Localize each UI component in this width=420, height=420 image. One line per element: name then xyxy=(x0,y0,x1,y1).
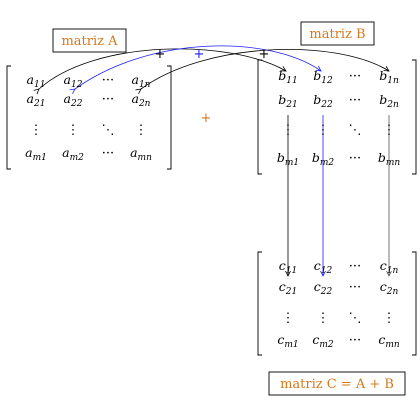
matrix-c-entry-r4-c4: cmn xyxy=(378,332,400,350)
matrix-b-entry-r2-c4: b2n xyxy=(379,92,399,110)
matrix-a-entry-r4-c1: am1 xyxy=(25,145,47,163)
matrix-b-right-bracket xyxy=(412,59,417,175)
arc-plus-2: + xyxy=(194,47,205,62)
matrix-a-entry-r2-c1: a21 xyxy=(27,91,46,109)
matrix-a-entry-r4-c2: am2 xyxy=(62,145,84,163)
matrix-b-entry-r1-c1: b11 xyxy=(278,68,297,86)
matrix-b-entry-r3-c2: ⋮ xyxy=(317,123,330,138)
arc-plus-3: + xyxy=(259,47,270,62)
matrix-a-entry-r1-c1: a11 xyxy=(27,72,46,90)
matrix-c-entry-r3-c1: ⋮ xyxy=(282,311,295,326)
matrix-b-entry-r2-c3: ··· xyxy=(349,93,361,108)
matrix-c-entry-r4-c1: cm1 xyxy=(277,332,298,350)
matrix-c-right-bracket xyxy=(412,251,417,356)
matrix-b-entry-r1-c2: b12 xyxy=(313,68,333,86)
matrix-a-entry-r2-c3: ··· xyxy=(102,92,114,107)
matrix-a-entry-r1-c3: ··· xyxy=(102,73,114,88)
matrix-b-entry-r4-c3: ··· xyxy=(349,151,361,166)
matrix-c-label-text: matriz C = A + B xyxy=(280,377,394,392)
matrix-b-entry-r2-c1: b21 xyxy=(278,92,297,110)
arc-plus-1: + xyxy=(155,47,166,62)
matrix-b-entry-r3-c3: ⋱ xyxy=(349,123,362,138)
addition-operator: + xyxy=(201,111,212,126)
matrix-a-label-text: matriz A xyxy=(61,34,118,49)
matrix-b-entry-r1-c3: ··· xyxy=(349,69,361,84)
matrix-c-entry-r1-c3: ··· xyxy=(349,259,361,274)
matrix-a-entry-r2-c2: a22 xyxy=(64,91,83,109)
matrix-c-entry-r4-c2: cm2 xyxy=(312,332,334,350)
matrix-a-entry-r3-c1: ⋮ xyxy=(30,123,43,138)
matrix-b-label-text: matriz B xyxy=(309,27,365,42)
matrix-a-label: matriz A xyxy=(52,28,127,53)
matrix-c-entry-r2-c1: c21 xyxy=(279,279,297,297)
matrix-b-label: matriz B xyxy=(300,21,375,46)
matrix-a-right-bracket xyxy=(167,65,172,170)
matrix-c-label: matriz C = A + B xyxy=(268,371,406,396)
matrix-a-entry-r1-c4: a1n xyxy=(132,72,151,90)
matrix-b-left-bracket xyxy=(257,59,262,175)
matrix-b-entry-r3-c4: ⋮ xyxy=(383,123,396,138)
matrix-a: a11 a12 ··· a1n a21 a22 ··· a2n ⋮ ⋮ ⋱ ⋮ am1 am2 ··· amn xyxy=(25,72,152,163)
arc-a12-b12 xyxy=(75,45,321,89)
a-to-b-arcs: + + + xyxy=(39,45,389,89)
matrix-c-entry-r3-c3: ⋱ xyxy=(349,311,362,326)
matrix-c-entry-r2-c3: ··· xyxy=(349,280,361,295)
matrix-c-entry-r3-c4: ⋮ xyxy=(383,311,396,326)
matrix-b-entry-r3-c1: ⋮ xyxy=(282,123,295,138)
matrix-a-left-bracket xyxy=(6,65,11,170)
matrix-a-entry-r1-c2: a12 xyxy=(64,72,83,90)
matrix-a-entry-r3-c3: ⋱ xyxy=(102,123,115,138)
matrix-a-entry-r3-c4: ⋮ xyxy=(135,123,148,138)
b-to-c-arrows xyxy=(288,115,389,276)
matrix-c-entry-r2-c4: c2n xyxy=(380,279,399,297)
matrix-a-entry-r3-c2: ⋮ xyxy=(67,123,80,138)
matrix-c-entry-r4-c3: ··· xyxy=(349,333,361,348)
matrix-c-entry-r3-c2: ⋮ xyxy=(317,311,330,326)
matrix-a-entry-r4-c3: ··· xyxy=(102,146,114,161)
matrix-a-entry-r4-c4: amn xyxy=(130,145,152,163)
arc-a1n-b1n xyxy=(141,49,389,89)
matrix-c-left-bracket xyxy=(257,251,262,356)
matrix-a-entry-r2-c4: a2n xyxy=(132,91,151,109)
matrix-c-brackets xyxy=(257,251,417,356)
matrix-c-entry-r2-c2: c22 xyxy=(314,279,333,297)
arc-a11-b11 xyxy=(39,48,286,89)
matrix-b-entry-r2-c2: b22 xyxy=(313,92,333,110)
